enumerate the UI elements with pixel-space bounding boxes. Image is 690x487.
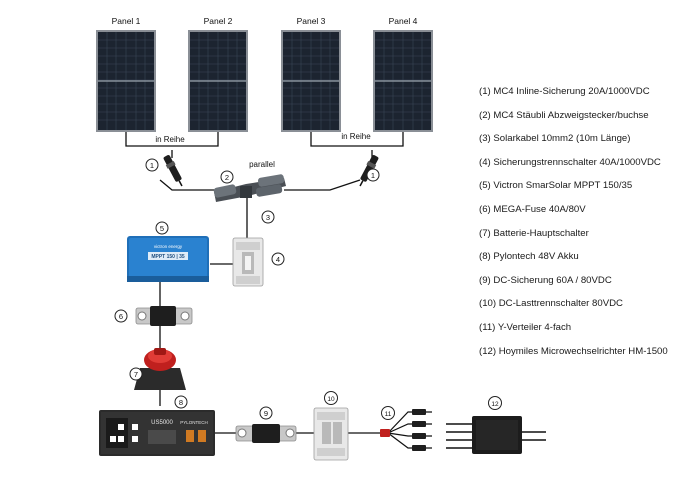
dc-load-switch bbox=[313, 407, 349, 461]
mc4-branch-connector bbox=[213, 174, 286, 202]
component-legend: (1) MC4 Inline-Sicherung 20A/1000VDC (2)… bbox=[479, 80, 684, 363]
solar-panel-1 bbox=[96, 30, 156, 132]
series-label-right: in Reihe bbox=[341, 132, 371, 141]
marker-3: 3 bbox=[261, 210, 275, 224]
marker-1-right: 1 bbox=[366, 168, 380, 182]
mc4-inline-fuse-right bbox=[359, 155, 379, 187]
pylontech-battery bbox=[99, 410, 215, 456]
marker-10: 10 bbox=[324, 391, 338, 405]
legend-item-6: (6) MEGA-Fuse 40A/80V bbox=[479, 203, 586, 215]
marker-4-label: 4 bbox=[276, 255, 280, 264]
marker-8: 8 bbox=[174, 395, 188, 409]
marker-6: 6 bbox=[114, 309, 128, 323]
mppt-model-text: MPPT 150 | 35 bbox=[151, 254, 185, 260]
legend-item-4: (4) Sicherungstrennschalter 40A/1000VDC bbox=[479, 156, 661, 168]
battery-brand-text: PYLONTECH bbox=[180, 420, 208, 425]
marker-7-label: 7 bbox=[134, 370, 138, 379]
marker-1-left: 1 bbox=[145, 158, 159, 172]
legend-item-10: (10) DC-Lasttrennschalter 80VDC bbox=[479, 298, 623, 310]
marker-2: 2 bbox=[220, 170, 234, 184]
solar-panel-3 bbox=[281, 30, 341, 132]
panel-label-3: Panel 3 bbox=[297, 16, 326, 26]
y-splitter bbox=[366, 411, 432, 449]
legend-item-8: (8) Pylontech 48V Akku bbox=[479, 251, 579, 263]
legend-item-2: (2) MC4 Stäubli Abzweigstecker/buchse bbox=[479, 109, 649, 121]
marker-7: 7 bbox=[129, 367, 143, 381]
marker-9: 9 bbox=[259, 406, 273, 420]
panel-label-1: Panel 1 bbox=[112, 16, 141, 26]
dc-fuse bbox=[235, 424, 297, 443]
legend-item-9: (9) DC-Sicherung 60A / 80VDC bbox=[479, 274, 612, 286]
marker-5-label: 5 bbox=[160, 224, 164, 233]
battery-model-text: US5000 bbox=[151, 420, 173, 426]
legend-item-11: (11) Y-Verteiler 4-fach bbox=[479, 321, 572, 333]
marker-6-label: 6 bbox=[119, 312, 123, 321]
micro-inverter bbox=[446, 416, 546, 454]
marker-11-label: 11 bbox=[385, 411, 392, 418]
marker-4: 4 bbox=[271, 252, 285, 266]
marker-2-label: 2 bbox=[225, 173, 229, 182]
solar-panel-4 bbox=[373, 30, 433, 132]
marker-1-left-label: 1 bbox=[150, 161, 154, 170]
legend-item-1: (1) MC4 Inline-Sicherung 20A/1000VDC bbox=[479, 86, 650, 97]
marker-12-label: 12 bbox=[491, 401, 499, 408]
marker-12: 12 bbox=[488, 396, 502, 410]
dc-isolator-breaker bbox=[232, 237, 264, 287]
legend-item-3: (3) Solarkabel 10mm2 (10m Länge) bbox=[479, 133, 631, 145]
battery-main-switch bbox=[134, 348, 186, 390]
marker-5: 5 bbox=[155, 221, 169, 235]
mc4-inline-fuse-left bbox=[163, 155, 183, 187]
series-label-left: in Reihe bbox=[155, 135, 185, 144]
marker-9-label: 9 bbox=[264, 409, 268, 418]
y-splitter-connectors bbox=[380, 409, 426, 451]
solar-panel-2 bbox=[188, 30, 248, 132]
marker-11: 11 bbox=[381, 406, 395, 420]
marker-3-label: 3 bbox=[266, 213, 270, 222]
marker-1-right-label: 1 bbox=[371, 171, 375, 180]
legend-item-5: (5) Victron SmarSolar MPPT 150/35 bbox=[479, 180, 633, 192]
panel-label-2: Panel 2 bbox=[204, 16, 233, 26]
mppt-brand-text: victron energy bbox=[154, 244, 183, 249]
legend-item-12: (12) Hoymiles Microwechselrichter HM-150… bbox=[479, 345, 668, 357]
victron-mppt bbox=[127, 236, 209, 282]
legend-item-7: (7) Batterie-Hauptschalter bbox=[479, 227, 589, 239]
parallel-label: parallel bbox=[249, 160, 275, 169]
mega-fuse bbox=[135, 306, 193, 326]
panel-label-4: Panel 4 bbox=[389, 16, 418, 26]
marker-10-label: 10 bbox=[327, 396, 335, 403]
marker-8-label: 8 bbox=[179, 398, 183, 407]
